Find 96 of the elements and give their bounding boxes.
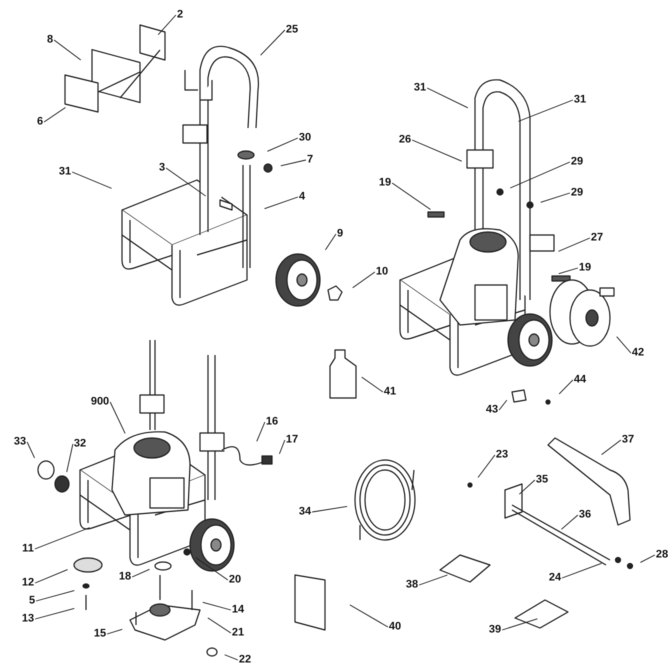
leader-line — [558, 238, 590, 252]
callout-number: 10 — [376, 266, 388, 278]
leader-line — [44, 107, 66, 122]
leader-line — [66, 444, 74, 472]
callout-number: 25 — [286, 24, 298, 36]
callout-number: 6 — [36, 116, 44, 128]
leader-line — [498, 400, 508, 410]
callout-number: 31 — [58, 166, 72, 178]
leader-line — [478, 454, 496, 478]
callout-number: 37 — [622, 434, 634, 446]
leader-line — [195, 557, 228, 580]
leader-line — [34, 608, 75, 620]
leader-line — [560, 514, 578, 530]
callout-number: 39 — [488, 624, 502, 636]
leader-line — [266, 138, 298, 152]
callout-number: 4 — [298, 192, 306, 202]
callout-number: 2 — [176, 10, 184, 20]
leader-line — [106, 628, 123, 634]
leader-line — [352, 272, 376, 288]
callout-number: 33 — [14, 436, 26, 448]
leader-line — [166, 168, 206, 196]
callout-number: 23 — [496, 450, 508, 460]
leader-line — [260, 30, 286, 56]
callout-number: 16 — [266, 416, 278, 428]
leader-line — [418, 574, 448, 586]
callout-number: 40 — [388, 622, 402, 632]
callout-number: 24 — [548, 572, 562, 584]
callout-number: 31 — [414, 82, 426, 94]
callout-number: 32 — [74, 438, 86, 450]
leader-line — [640, 554, 656, 563]
leader-line — [26, 442, 36, 458]
callout-number: 5 — [28, 596, 36, 606]
leader-line — [562, 562, 602, 578]
callout-number: 27 — [590, 232, 604, 244]
leader-line — [54, 40, 82, 60]
callout-number: 43 — [486, 404, 498, 416]
callout-number: 19 — [378, 178, 392, 188]
callout-number: 36 — [578, 510, 592, 520]
leader-line — [392, 182, 431, 210]
leader-line — [558, 380, 574, 394]
callout-number: 20 — [228, 574, 242, 586]
callout-number: 41 — [384, 386, 396, 398]
leader-line — [558, 268, 578, 274]
callout-number: 30 — [298, 132, 312, 144]
leader-line — [518, 480, 536, 495]
leader-line — [207, 617, 232, 634]
callout-number: 42 — [632, 348, 644, 358]
callout-number: 31 — [574, 94, 586, 106]
leader-line — [264, 196, 298, 210]
leader-line — [361, 376, 384, 392]
leader-line — [502, 618, 538, 630]
callout-number: 18 — [118, 572, 132, 582]
callout-number: 26 — [398, 134, 412, 146]
leader-line — [158, 14, 176, 36]
leader-line — [601, 440, 622, 456]
callout-number: 900 — [90, 396, 110, 408]
leader-line — [312, 506, 348, 512]
callout-number: 3 — [158, 162, 166, 174]
leader-line — [540, 192, 570, 203]
callout-number: 15 — [94, 628, 106, 640]
callout-number: 22 — [238, 654, 252, 666]
leader-line — [72, 172, 112, 189]
leader-line — [36, 590, 75, 602]
leader-line — [349, 604, 388, 628]
callout-number: 9 — [336, 228, 344, 240]
leader-line — [256, 422, 266, 442]
callout-number: 17 — [286, 434, 298, 446]
leader-line — [616, 336, 632, 354]
leader-line — [34, 569, 68, 584]
callout-number: 19 — [578, 262, 592, 274]
leader-line — [110, 402, 126, 434]
callout-number: 8 — [46, 34, 54, 46]
callout-number: 13 — [22, 614, 34, 624]
callout-number: 29 — [570, 156, 584, 168]
callout-number: 38 — [406, 580, 418, 590]
callout-number: 29 — [570, 188, 584, 198]
leader-line — [202, 602, 232, 610]
callout-number: 7 — [306, 154, 314, 166]
leader-line — [224, 654, 238, 660]
leader-line — [426, 88, 468, 108]
leader-line — [132, 568, 150, 578]
leader-line — [34, 527, 90, 550]
callout-number: 44 — [574, 374, 586, 386]
leader-line — [518, 100, 574, 122]
callout-number: 14 — [232, 604, 244, 616]
leader-line — [412, 140, 462, 162]
callout-number: 11 — [22, 544, 34, 554]
callout-number: 12 — [22, 578, 34, 588]
callout-number: 34 — [298, 506, 312, 518]
leader-line — [510, 162, 570, 188]
leader-line — [324, 234, 336, 250]
callout-number: 21 — [232, 628, 244, 638]
callout-number: 35 — [536, 474, 548, 486]
leader-line — [278, 440, 286, 454]
callout-number: 28 — [656, 550, 668, 560]
leader-line — [280, 160, 306, 166]
